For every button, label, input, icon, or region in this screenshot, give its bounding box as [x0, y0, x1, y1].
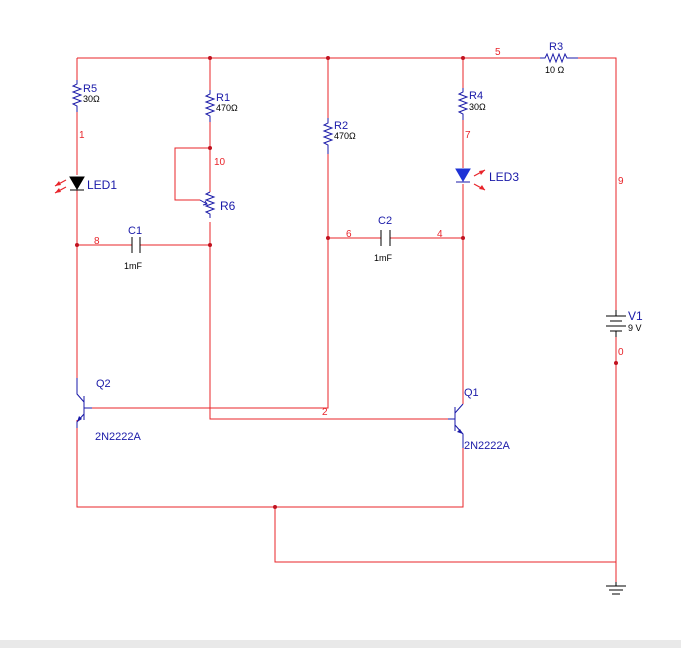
- c1-value: 1mF: [124, 261, 143, 271]
- capacitor-c2[interactable]: C2 1mF: [374, 215, 393, 263]
- r6-ref: R6: [220, 199, 236, 213]
- q2-ref: Q2: [96, 378, 111, 390]
- led3-diode-icon: [455, 168, 471, 182]
- net-label-7: 7: [465, 130, 471, 141]
- junction-dot: [461, 236, 465, 240]
- resistor-r3[interactable]: R3 10 Ω: [540, 41, 578, 75]
- net-labels: 1 2 4 5 6 7 8 9 10 0: [79, 47, 624, 418]
- transistor-q2[interactable]: Q2 2N2222A: [76, 378, 142, 443]
- led1-ref: LED1: [87, 178, 117, 192]
- junction-dot: [75, 243, 79, 247]
- r3-ref: R3: [549, 41, 563, 53]
- capacitor-c1[interactable]: C1 1mF: [124, 225, 143, 271]
- r1-value: 470Ω: [216, 103, 238, 113]
- net-label-1: 1: [79, 130, 85, 141]
- led1-light-arrows-icon: [54, 179, 67, 194]
- status-bar: [0, 640, 681, 648]
- net-label-0: 0: [618, 347, 624, 358]
- resistor-r4[interactable]: R4 30Ω: [457, 88, 486, 120]
- net-label-2: 2: [322, 407, 328, 418]
- battery-v1[interactable]: V1 9 V: [606, 309, 643, 337]
- v1-value: 9 V: [628, 323, 642, 333]
- r5-ref: R5: [83, 83, 97, 95]
- r4-value: 30Ω: [469, 102, 486, 112]
- net-label-10: 10: [214, 157, 226, 168]
- net-label-6: 6: [346, 229, 352, 240]
- c2-ref: C2: [378, 215, 392, 227]
- junction-dot: [273, 505, 277, 509]
- wire-r6-loop: [174, 147, 210, 201]
- r5-value: 30Ω: [83, 94, 100, 104]
- v1-ref: V1: [628, 309, 643, 323]
- led3-light-arrows-icon: [473, 169, 486, 191]
- potentiometer-r6[interactable]: R6: [199, 191, 236, 218]
- net-label-8: 8: [94, 236, 100, 247]
- led3[interactable]: LED3: [455, 168, 519, 191]
- net-label-9: 9: [618, 176, 624, 187]
- wire-bottom-return: [274, 507, 616, 563]
- r1-ref: R1: [216, 92, 230, 104]
- junction-dot: [614, 361, 618, 365]
- r4-ref: R4: [469, 90, 483, 102]
- junction-dot: [208, 146, 212, 150]
- net-label-5: 5: [495, 47, 501, 58]
- resistor-r5[interactable]: R5 30Ω: [71, 80, 100, 112]
- c1-ref: C1: [128, 225, 142, 237]
- wire-r3-right: [578, 57, 617, 310]
- led1[interactable]: LED1: [54, 176, 117, 194]
- junction-dot: [208, 56, 212, 60]
- junction-dot: [326, 236, 330, 240]
- junctions: [75, 56, 618, 509]
- r2-value: 470Ω: [334, 131, 356, 141]
- transistor-q1[interactable]: Q1 2N2222A: [448, 387, 511, 452]
- q1-model: 2N2222A: [464, 440, 511, 452]
- ground-icon: [606, 582, 626, 595]
- resistor-r1[interactable]: R1 470Ω: [204, 90, 238, 122]
- c2-value: 1mF: [374, 253, 393, 263]
- q1-ref: Q1: [464, 387, 479, 399]
- wires: [76, 57, 617, 582]
- wire-q2-emitter: [76, 420, 464, 508]
- led3-ref: LED3: [489, 170, 519, 184]
- junction-dot: [326, 56, 330, 60]
- r2-ref: R2: [334, 120, 348, 132]
- r3-value: 10 Ω: [545, 65, 565, 75]
- junction-dot: [461, 56, 465, 60]
- resistor-r2[interactable]: R2 470Ω: [322, 118, 356, 154]
- led1-diode-icon: [69, 176, 85, 190]
- wire-r6-bottom: [209, 222, 448, 420]
- net-label-4: 4: [437, 229, 443, 240]
- q2-model: 2N2222A: [95, 431, 142, 443]
- junction-dot: [208, 243, 212, 247]
